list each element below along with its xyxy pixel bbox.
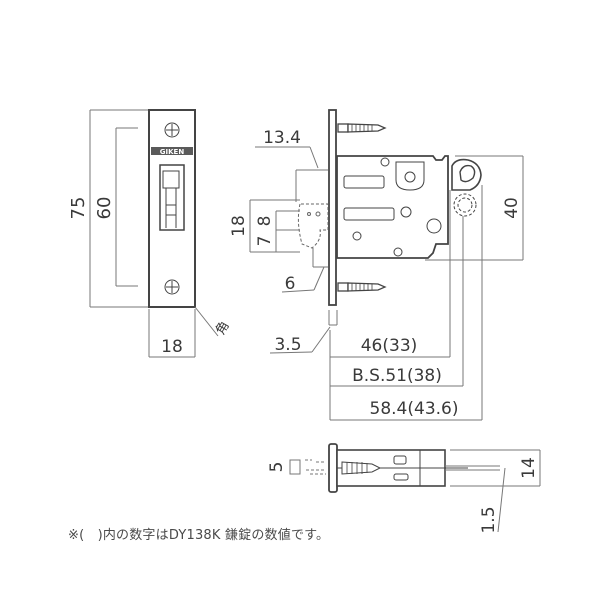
- wood-screw-top-icon: [337, 123, 387, 133]
- face-plate-view: [89, 109, 219, 358]
- face-plate: [148, 109, 196, 308]
- sickle-bolt: [451, 158, 482, 191]
- dim-backset: B.S.51(38): [352, 366, 442, 386]
- dim-46: 46(33): [361, 336, 418, 356]
- dim-7: 7: [255, 236, 275, 247]
- lock-case: [336, 155, 449, 259]
- dim-60: 60: [94, 197, 115, 220]
- latch-opening: [159, 164, 185, 231]
- top-view: [289, 443, 541, 533]
- dim-8: 8: [255, 216, 275, 227]
- dim-3-5: 3.5: [274, 335, 301, 355]
- dim-14: 14: [519, 457, 539, 479]
- face-plate-brand: GIKEN: [160, 148, 185, 156]
- dim-75: 75: [68, 197, 89, 220]
- dim-40: 40: [502, 197, 522, 219]
- dim-6: 6: [285, 274, 296, 294]
- screw-top-icon: [164, 122, 180, 138]
- dim-13-4: 13.4: [263, 128, 301, 148]
- footnote: ※( )内の数字はDY138K 鎌錠の数値です。: [68, 528, 330, 543]
- corner-label: 角: [213, 319, 232, 338]
- dim-18-height: 18: [229, 215, 249, 237]
- dim-18-width: 18: [161, 337, 183, 357]
- dim-58-4: 58.4(43.6): [370, 399, 459, 419]
- side-view: [249, 109, 524, 421]
- dim-1-5: 1.5: [479, 506, 499, 533]
- dim-5: 5: [267, 462, 287, 473]
- screw-bottom-icon: [164, 279, 180, 295]
- wood-screw-bottom-icon: [337, 282, 387, 292]
